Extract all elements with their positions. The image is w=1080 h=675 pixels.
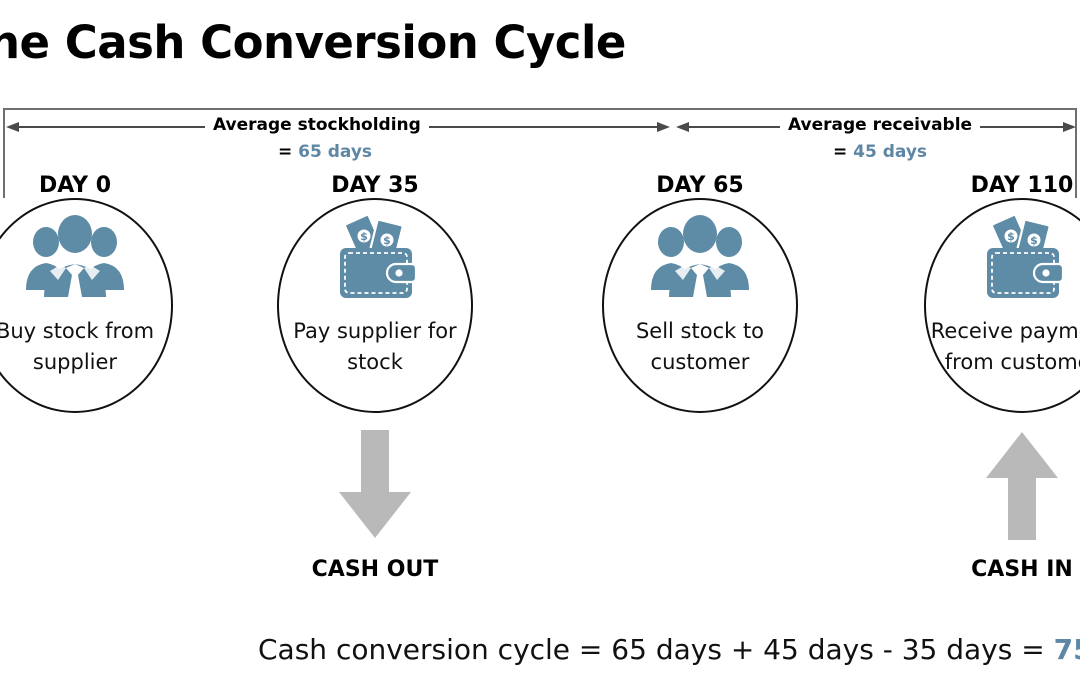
cash-conversion-formula: Cash conversion cycle = 65 days + 45 day… (258, 628, 1080, 672)
formula-expression: Cash conversion cycle = 65 days + 45 day… (258, 633, 1054, 666)
page-title: he Cash Conversion Cycle (0, 16, 626, 69)
cycle-node-receive-payment[interactable]: $ $ Receive payment from customer (924, 198, 1080, 413)
svg-text:$: $ (1030, 234, 1038, 247)
timeline-frame (3, 108, 1077, 198)
cycle-node-pay-supplier[interactable]: $ $ Pay supplier for stock (277, 198, 473, 413)
wallet-with-cash-icon: $ $ (970, 212, 1074, 304)
days-value-stockholding: 65 days (298, 142, 373, 162)
cash-in-arrow (984, 430, 1060, 540)
arrow-up-icon (986, 432, 1058, 540)
equals-prefix: = (832, 142, 854, 162)
node-caption: Buy stock from supplier (0, 319, 155, 374)
people-group-icon (23, 212, 127, 304)
cycle-node-sell-stock[interactable]: Sell stock to customer (602, 198, 798, 413)
cash-out-label: CASH OUT (311, 557, 439, 582)
node-caption: Pay supplier for stock (293, 319, 457, 374)
svg-text:$: $ (1007, 230, 1015, 243)
people-group-icon (648, 212, 752, 304)
cash-out-arrow (337, 430, 413, 540)
arrow-down-icon (339, 430, 411, 538)
wallet-with-cash-icon: $ $ (323, 212, 427, 304)
cash-in-label: CASH IN (971, 557, 1073, 582)
measure-label-stockholding: Average stockholding (205, 115, 429, 135)
day-label-3: DAY 110 (970, 173, 1074, 198)
svg-text:$: $ (383, 234, 391, 247)
measure-label-receivable: Average receivable (780, 115, 981, 135)
node-caption: Sell stock to customer (635, 319, 765, 374)
node-caption: Receive payment from customer (930, 319, 1080, 374)
svg-text:$: $ (360, 230, 368, 243)
day-label-2: DAY 65 (656, 173, 744, 198)
formula-result: 75 DAYS (1053, 633, 1080, 666)
equals-prefix: = (277, 142, 299, 162)
measure-days-stockholding: = 65 days (225, 142, 425, 162)
days-value-receivable: 45 days (853, 142, 928, 162)
day-label-0: DAY 0 (38, 173, 112, 198)
cycle-node-buy-stock[interactable]: Buy stock from supplier (0, 198, 173, 413)
day-label-1: DAY 35 (331, 173, 419, 198)
measure-days-receivable: = 45 days (780, 142, 980, 162)
